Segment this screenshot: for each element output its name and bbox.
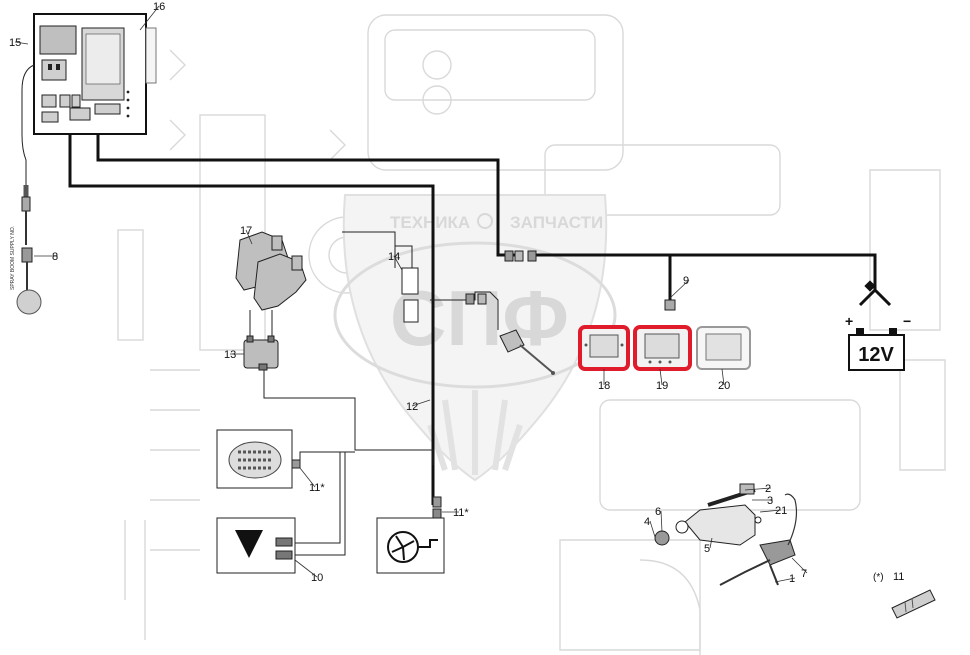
background-tractor-outline xyxy=(117,14,946,655)
component-13-junction xyxy=(243,335,279,371)
left-cable: SPRAY BOOM SUPPLY NO. xyxy=(10,64,42,315)
leader-line xyxy=(774,577,796,583)
side-label: SPRAY BOOM SUPPLY NO. xyxy=(10,226,16,290)
battery-voltage-label: 12V xyxy=(858,344,894,366)
gear-icon xyxy=(477,213,493,229)
leader-line xyxy=(709,537,713,549)
battery-plus-label: + xyxy=(845,313,853,329)
callout-11-star: 11* xyxy=(453,507,469,519)
display-20 xyxy=(696,326,751,370)
leader-line xyxy=(660,510,663,533)
leader-line xyxy=(14,41,29,45)
watermark-brand-left: ТЕХНИКА xyxy=(390,213,470,232)
watermark-logo: ТЕХНИКА ЗАПЧАСТИ СПФ xyxy=(333,194,617,482)
callout-18: 18 xyxy=(598,380,610,392)
triangle-down-icon xyxy=(235,530,263,558)
hopper-level-panel xyxy=(216,517,296,574)
leader-line xyxy=(139,5,160,31)
leader-line xyxy=(759,509,782,513)
leader-line xyxy=(294,559,318,578)
footnote-number: 11 xyxy=(893,571,904,583)
fan-panel xyxy=(376,517,445,574)
watermark-logo-letters: СПФ xyxy=(390,274,569,362)
component-14-relay xyxy=(401,267,419,323)
callout-leaders xyxy=(14,5,808,583)
leader-line xyxy=(393,255,403,271)
leader-line xyxy=(659,368,663,386)
callout-5: 5 xyxy=(704,543,710,555)
control-box xyxy=(33,13,157,135)
leader-line xyxy=(721,368,725,386)
leader-line xyxy=(791,557,808,574)
callout-7: 7 xyxy=(801,568,807,580)
callout-8: 8 xyxy=(52,251,58,263)
component-17-valves xyxy=(235,231,307,311)
callout-15: 15 xyxy=(9,37,21,49)
callout-9: 9 xyxy=(683,275,689,287)
callout-6: 6 xyxy=(655,506,661,518)
connector-9 xyxy=(664,299,676,311)
callout-11-star: 11* xyxy=(309,482,325,494)
leader-line xyxy=(744,487,772,491)
callout-19: 19 xyxy=(656,380,668,392)
display-18 xyxy=(578,325,630,371)
leader-line xyxy=(649,520,656,538)
callout-12: 12 xyxy=(406,401,418,413)
connector-8 xyxy=(21,247,33,263)
callout-13: 13 xyxy=(224,349,236,361)
callout-21: 21 xyxy=(775,505,787,517)
callout-1: 1 xyxy=(789,573,795,585)
leader-line xyxy=(669,279,690,299)
footnote-sensor-11: (*) 11 xyxy=(873,571,936,619)
display-19 xyxy=(633,325,692,371)
signal-wires xyxy=(249,231,499,556)
hopper-speed-sensor-panel xyxy=(216,429,293,489)
battery-minus-label: − xyxy=(903,313,911,329)
callout-2: 2 xyxy=(765,483,771,495)
callout-3: 3 xyxy=(767,495,773,507)
leader-line xyxy=(245,229,253,245)
wire-connectors xyxy=(289,250,676,522)
footnote-marker: (*) xyxy=(873,572,884,583)
callout-20: 20 xyxy=(718,380,730,392)
watermark-brand-right: ЗАПЧАСТИ xyxy=(510,213,603,232)
leader-line xyxy=(299,467,316,488)
leader-line xyxy=(411,399,431,407)
battery-12v: 12V + − xyxy=(845,280,911,371)
remote-sensor xyxy=(499,329,555,375)
callout-4: 4 xyxy=(644,516,650,528)
